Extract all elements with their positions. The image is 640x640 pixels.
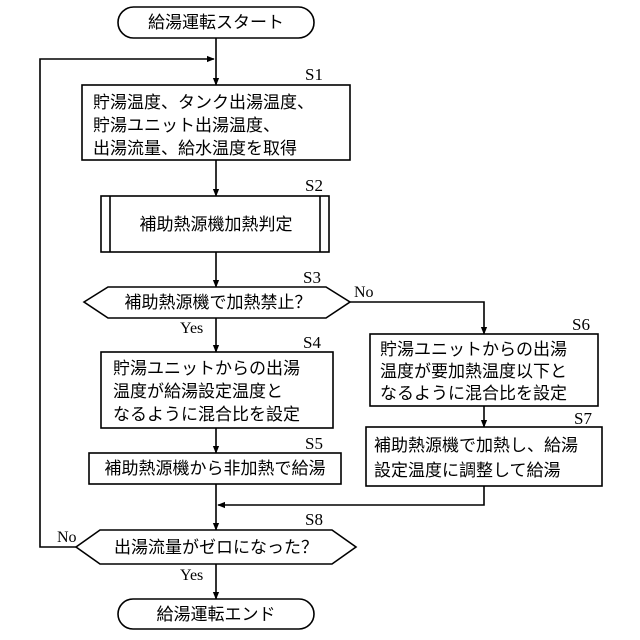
step-s5-text: 補助熱源機から非加熱で給湯 (105, 459, 326, 479)
step-s4-id: S4 (303, 333, 321, 352)
step-s5-id: S5 (305, 434, 323, 453)
end-terminal: 給湯運転エンド (118, 599, 314, 629)
step-s8-id: S8 (305, 510, 323, 529)
step-s8-text: 出湯流量がゼロになった？ (114, 538, 318, 558)
step-s4-line-1: 貯湯ユニットからの出湯 (113, 359, 300, 379)
end-terminal-text: 給湯運転エンド (157, 605, 276, 625)
step-s2-id: S2 (305, 176, 323, 195)
step-s8-no-label: No (57, 529, 77, 546)
step-s8-decision: 出湯流量がゼロになった？ S8 No Yes (57, 510, 356, 584)
step-s1-line-3: 出湯流量、給水温度を取得 (93, 139, 297, 159)
step-s6-line-2: 温度が要加熱温度以下と (380, 362, 567, 382)
edge-s3-no-to-s6 (350, 302, 484, 334)
step-s4-line-3: なるように混合比を設定 (113, 405, 300, 425)
step-s7-line-2: 設定温度に調整して給湯 (374, 461, 561, 481)
step-s5-process: 補助熱源機から非加熱で給湯 S5 (89, 434, 341, 484)
step-s3-decision: 補助熱源機で加熱禁止？ S3 No Yes (84, 268, 374, 337)
start-terminal: 給湯運転スタート (118, 7, 314, 38)
step-s3-id: S3 (303, 268, 321, 287)
step-s7-line-1: 補助熱源機で加熱し、給湯 (374, 436, 578, 456)
step-s8-yes-label: Yes (180, 567, 203, 584)
step-s6-line-1: 貯湯ユニットからの出湯 (380, 340, 567, 360)
step-s2-text: 補助熱源機加熱判定 (140, 215, 293, 235)
edge-s7-merge (218, 486, 484, 505)
step-s1-line-2: 貯湯ユニット出湯温度、 (93, 116, 280, 136)
step-s4-process: 貯湯ユニットからの出湯 温度が給湯設定温度と なるように混合比を設定 S4 (101, 333, 333, 428)
step-s2-subprocess: 補助熱源機加熱判定 S2 (101, 176, 329, 252)
step-s3-no-label: No (354, 284, 374, 301)
step-s3-text: 補助熱源機で加熱禁止？ (125, 293, 312, 313)
step-s3-yes-label: Yes (180, 320, 203, 337)
step-s6-line-3: なるように混合比を設定 (380, 384, 567, 404)
step-s4-line-2: 温度が給湯設定温度と (113, 382, 283, 402)
step-s7-id: S7 (574, 409, 592, 428)
step-s6-id: S6 (572, 315, 590, 334)
step-s1-id: S1 (305, 65, 323, 84)
step-s1-line-1: 貯湯温度、タンク出湯温度、 (93, 93, 314, 113)
start-terminal-text: 給湯運転スタート (148, 13, 284, 33)
